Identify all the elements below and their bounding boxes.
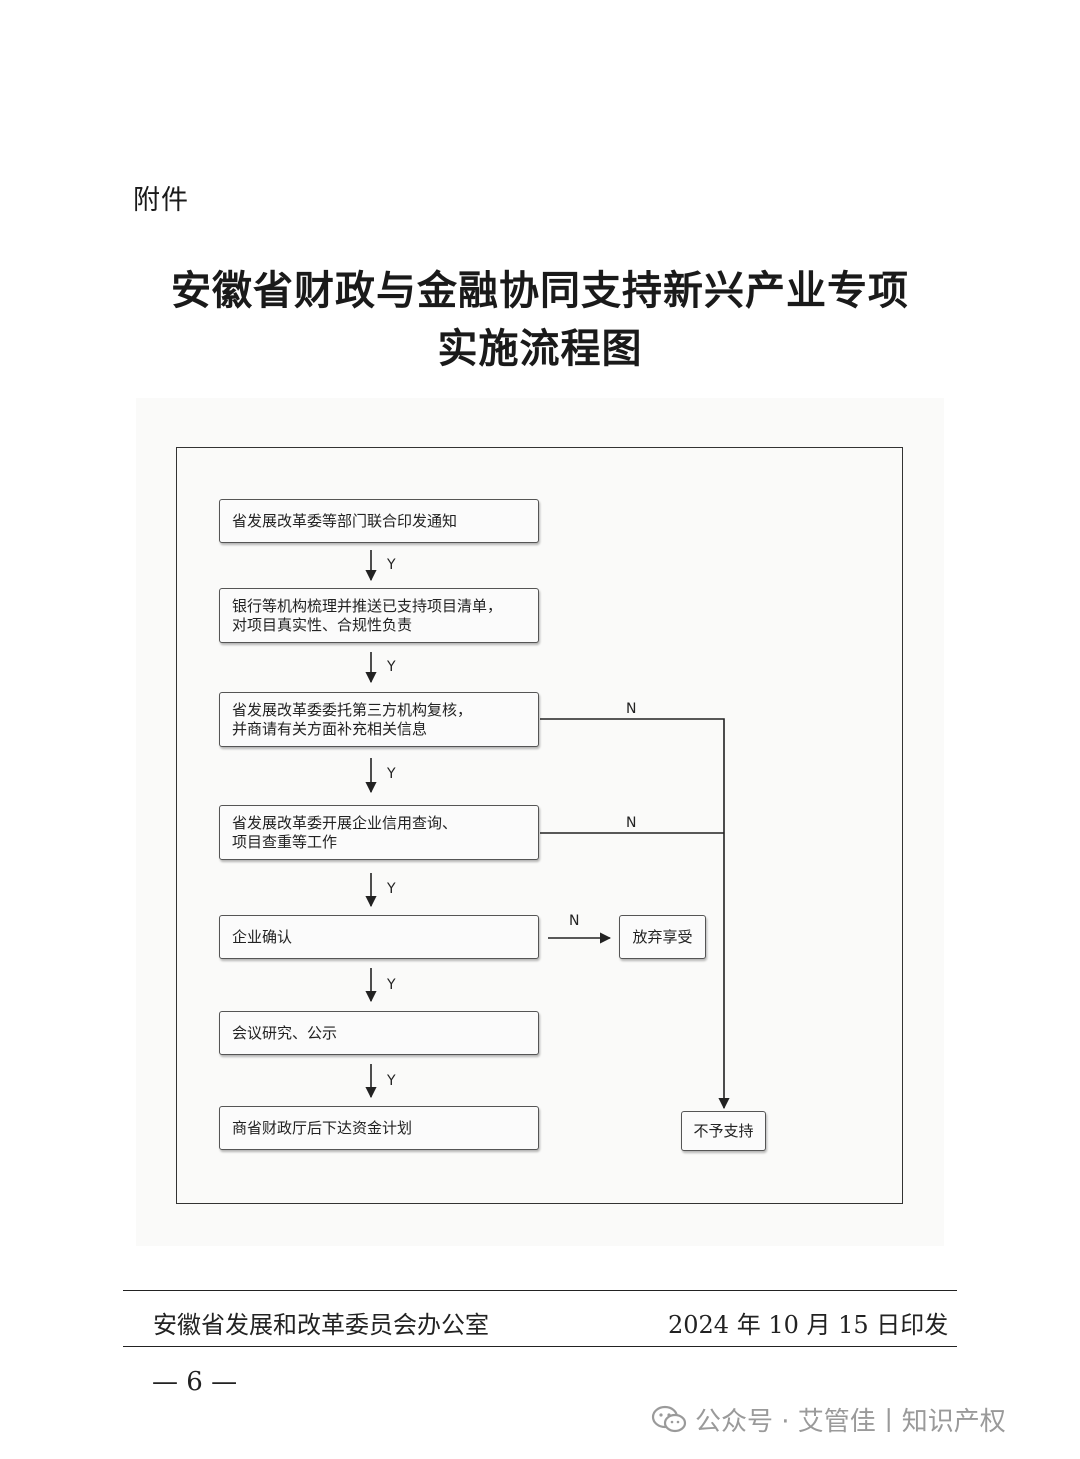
flow-step-4-line1: 省发展改革委开展企业信用查询、 [232, 813, 458, 832]
watermark: 公众号 · 艾管佳丨知识产权 [651, 1401, 1006, 1438]
flow-step-3-line1: 省发展改革委委托第三方机构复核， [232, 700, 473, 719]
flowchart-frame [176, 447, 903, 1204]
yes-label: Y [387, 659, 396, 675]
flow-step-2-line1: 银行等机构梳理并推送已支持项目清单， [232, 596, 503, 615]
yes-label: Y [387, 766, 396, 782]
flow-step-7-line1: 商省财政厅后下达资金计划 [232, 1118, 413, 1137]
document-title-line2: 实施流程图 [437, 325, 643, 372]
flow-step-3-line2: 并商请有关方面补充相关信息 [232, 719, 428, 738]
yes-label: Y [387, 881, 396, 897]
issue-date: 2024 年 10 月 15 日印发 [668, 1311, 949, 1339]
flow-step-1-line1: 省发展改革委等部门联合印发通知 [232, 511, 458, 530]
flow-step-1: 省发展改革委等部门联合印发通知 [219, 499, 539, 543]
flow-step-5: 企业确认 [219, 915, 539, 959]
flow-step-3: 省发展改革委委托第三方机构复核， 并商请有关方面补充相关信息 [219, 692, 539, 747]
footer-rule-top [123, 1290, 957, 1291]
no-label: N [626, 815, 637, 831]
page-number: — 6 — [152, 1367, 238, 1397]
watermark-text: 公众号 · 艾管佳丨知识产权 [695, 1407, 1006, 1437]
yes-label: Y [387, 557, 396, 573]
yes-label: Y [387, 1073, 396, 1089]
flow-step-7: 商省财政厅后下达资金计划 [219, 1106, 539, 1150]
wechat-icon [651, 1405, 687, 1432]
attachment-label: 附件 [133, 185, 189, 216]
line-step3-no [540, 718, 730, 1110]
flow-step-2: 银行等机构梳理并推送已支持项目清单， 对项目真实性、合规性负责 [219, 588, 539, 643]
flow-step-6: 会议研究、公示 [219, 1011, 539, 1055]
not-supported-label: 不予支持 [693, 1121, 754, 1140]
issuer-name: 安徽省发展和改革委员会办公室 [153, 1311, 489, 1339]
flow-step-6-line1: 会议研究、公示 [232, 1023, 338, 1042]
give-up-box: 放弃享受 [619, 915, 706, 959]
not-supported-box: 不予支持 [681, 1111, 766, 1151]
flow-step-5-line1: 企业确认 [232, 927, 293, 946]
yes-label: Y [387, 977, 396, 993]
give-up-label: 放弃享受 [632, 927, 693, 946]
no-label: N [569, 913, 580, 929]
flow-step-4: 省发展改革委开展企业信用查询、 项目查重等工作 [219, 805, 539, 860]
flow-step-2-line2: 对项目真实性、合规性负责 [232, 615, 413, 634]
no-label: N [626, 701, 637, 717]
footer-rule-bottom [123, 1346, 957, 1347]
flow-step-4-line2: 项目查重等工作 [232, 832, 338, 851]
document-title-line1: 安徽省财政与金融协同支持新兴产业专项 [171, 267, 909, 314]
